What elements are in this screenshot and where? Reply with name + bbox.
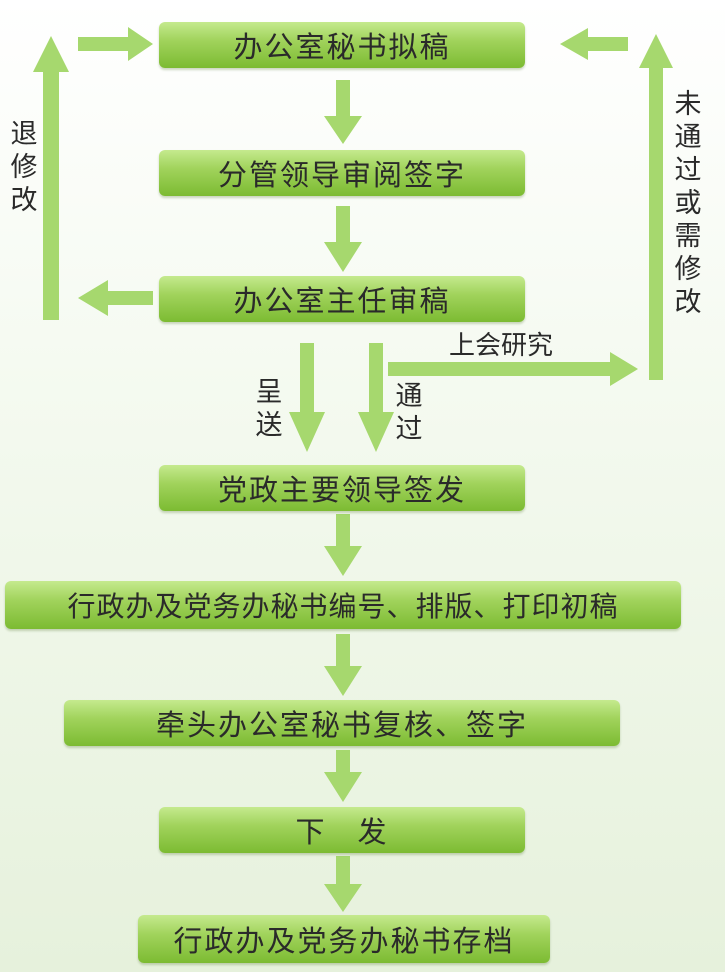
step-typeset: 行政办及党务办秘书编号、排版、打印初稿: [5, 581, 681, 629]
arrow-sign-typeset: [324, 514, 362, 576]
arrow-draft-review: [324, 80, 362, 144]
arrow-review-director: [324, 206, 362, 272]
step-director-review: 办公室主任审稿: [159, 276, 525, 322]
arrow-director-left: [78, 280, 153, 316]
arrow-issue-archive: [324, 856, 362, 912]
arrow-into-draft-left: [78, 27, 153, 61]
arrow-passed: [358, 343, 394, 452]
label-submit: 呈 送: [255, 377, 283, 441]
step-issue: 下 发: [159, 807, 525, 853]
step-leader-review: 分管领导审阅签字: [159, 150, 525, 196]
arrow-submit: [289, 343, 325, 452]
label-meeting: 上会研究: [449, 331, 554, 361]
label-return-modify: 退 修 改: [10, 119, 38, 216]
label-not-passed: 未 通 过 或 需 修 改: [674, 89, 702, 318]
arrow-into-draft-right: [560, 28, 628, 60]
arrow-meeting: [388, 352, 638, 386]
label-passed: 通 过: [395, 381, 423, 445]
arrow-recheck-issue: [324, 750, 362, 802]
arrow-return-right-up: [639, 34, 673, 380]
step-sign-issue: 党政主要领导签发: [159, 465, 525, 511]
step-recheck: 牵头办公室秘书复核、签字: [64, 700, 620, 746]
arrow-return-left-up: [33, 36, 69, 320]
step-draft: 办公室秘书拟稿: [159, 22, 525, 68]
arrow-typeset-recheck: [324, 634, 362, 696]
step-archive: 行政办及党务办秘书存档: [138, 915, 550, 963]
